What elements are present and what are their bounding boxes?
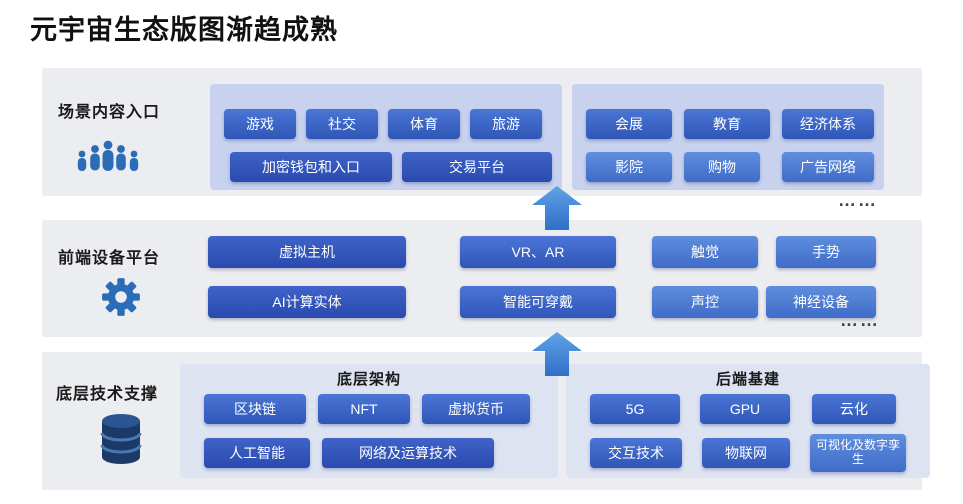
chip-travel: 旅游 <box>470 109 542 139</box>
chip-iot: 物联网 <box>702 438 790 468</box>
tech-backend-title: 后端基建 <box>715 371 780 388</box>
device-layer-label: 前端设备平台 <box>58 250 161 267</box>
up-arrow-icon <box>532 186 582 230</box>
scene-ellipsis: …… <box>838 190 878 210</box>
chip-crypto-wallet-entry: 加密钱包和入口 <box>230 152 392 182</box>
chip-5g: 5G <box>590 394 680 424</box>
chip-smart-wearable: 智能可穿戴 <box>460 286 616 318</box>
chip-visualization-digital-twin: 可视化及数字孪生 <box>810 434 906 472</box>
chip-network-computing: 网络及运算技术 <box>322 438 494 468</box>
page-title: 元宇宙生态版图渐趋成熟 <box>30 15 338 45</box>
chip-shopping: 购物 <box>684 152 760 182</box>
database-icon <box>98 412 144 471</box>
chip-social: 社交 <box>306 109 378 139</box>
chip-blockchain: 区块链 <box>204 394 306 424</box>
chip-games: 游戏 <box>224 109 296 139</box>
chip-trading-platform: 交易平台 <box>402 152 552 182</box>
people-group-icon <box>72 138 144 183</box>
chip-economic-system: 经济体系 <box>782 109 874 139</box>
chip-voice-control: 声控 <box>652 286 758 318</box>
chip-ai-computing-entity: AI计算实体 <box>208 286 406 318</box>
scene-layer-label: 场景内容入口 <box>58 104 161 121</box>
chip-ad-network: 广告网络 <box>782 152 874 182</box>
chip-gesture: 手势 <box>776 236 876 268</box>
chip-cinema: 影院 <box>586 152 672 182</box>
chip-vr-ar: VR、AR <box>460 236 616 268</box>
chip-haptics: 触觉 <box>652 236 758 268</box>
gear-icon <box>100 276 142 323</box>
chip-education: 教育 <box>684 109 770 139</box>
tech-architecture-title: 底层架构 <box>336 371 401 388</box>
chip-nft: NFT <box>318 394 410 424</box>
chip-interaction-tech: 交互技术 <box>590 438 682 468</box>
chip-neural-device: 神经设备 <box>766 286 876 318</box>
device-ellipsis: …… <box>840 310 880 330</box>
chip-exhibition: 会展 <box>586 109 672 139</box>
tech-layer-label: 底层技术支撑 <box>56 386 159 403</box>
chip-cloudification: 云化 <box>812 394 896 424</box>
chip-sports: 体育 <box>388 109 460 139</box>
chip-virtual-host: 虚拟主机 <box>208 236 406 268</box>
chip-artificial-intelligence: 人工智能 <box>204 438 310 468</box>
up-arrow-icon <box>532 332 582 376</box>
chip-gpu: GPU <box>700 394 790 424</box>
chip-virtual-currency: 虚拟货币 <box>422 394 530 424</box>
